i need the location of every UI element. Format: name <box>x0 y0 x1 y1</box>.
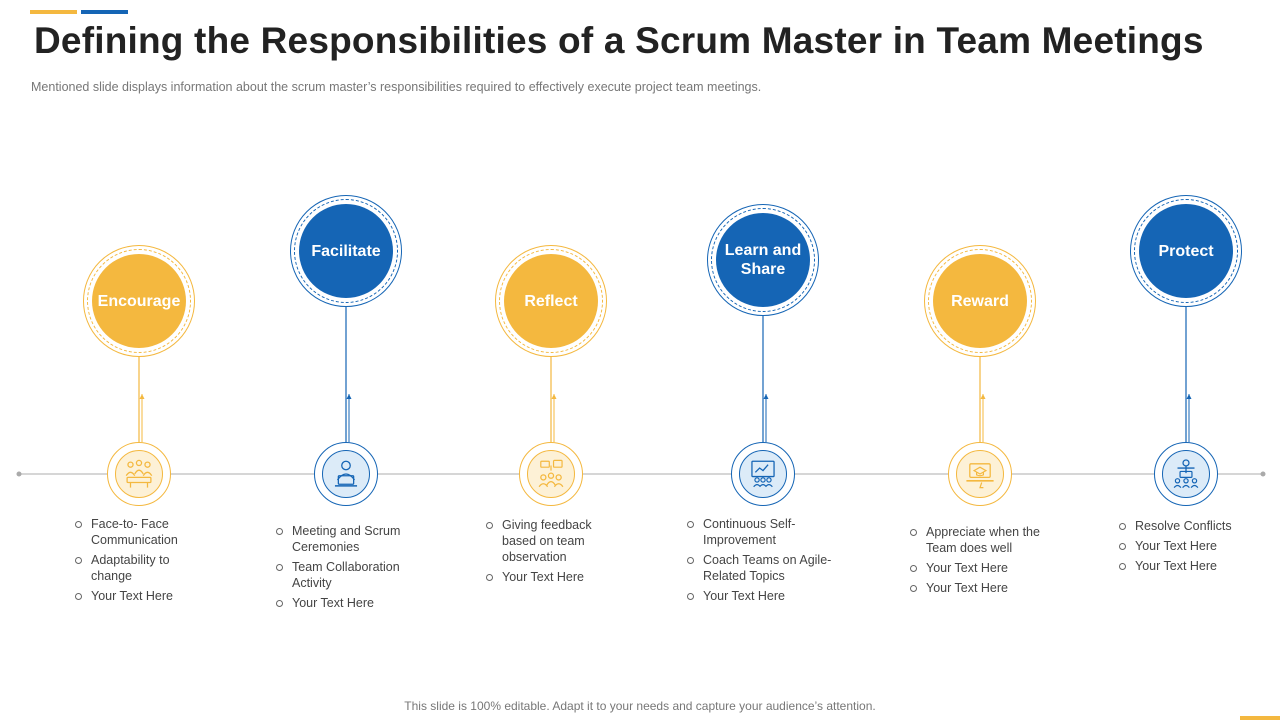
bullet-item: Meeting and Scrum Ceremonies <box>274 523 414 555</box>
arrow-head-icon <box>139 394 145 399</box>
arrow-head-icon <box>980 394 986 399</box>
arrow-head-icon <box>346 394 352 399</box>
bullet-item: Your Text Here <box>1117 538 1257 554</box>
step-circle-reward: Reward <box>924 245 1036 357</box>
timeline-end-dot <box>1260 471 1266 477</box>
step-circle-protect: Protect <box>1130 195 1242 307</box>
bullet-item: Your Text Here <box>1117 558 1257 574</box>
icon-circle-learn-and-share <box>731 442 795 506</box>
icon-circle-inner <box>739 450 787 498</box>
footer-note: This slide is 100% editable. Adapt it to… <box>404 699 876 713</box>
dashed-ring <box>928 249 1032 353</box>
step-label: Protect <box>1139 204 1233 298</box>
bullet-list-reflect: Giving feedback based on team observatio… <box>484 517 609 589</box>
person-at-laptop-icon <box>334 460 358 487</box>
icon-circle-inner <box>956 450 1004 498</box>
bullet-item: Your Text Here <box>908 560 1058 576</box>
step-label: Learn and Share <box>716 213 810 307</box>
icon-circle-inner <box>115 450 163 498</box>
dashed-ring <box>87 249 191 353</box>
team-hierarchy-icon <box>1173 459 1199 488</box>
icon-circle-inner <box>322 450 370 498</box>
step-label: Encourage <box>92 254 186 348</box>
bullet-item: Giving feedback based on team observatio… <box>484 517 609 565</box>
connector-facilitate <box>345 307 352 442</box>
bullet-item: Your Text Here <box>274 595 414 611</box>
icon-circle-inner <box>527 450 575 498</box>
connector-reward <box>979 357 986 442</box>
bullet-item: Your Text Here <box>685 588 835 604</box>
step-label: Reward <box>933 254 1027 348</box>
step-label: Reflect <box>504 254 598 348</box>
feedback-group-icon <box>538 459 564 488</box>
accent-bar-blue <box>81 10 128 14</box>
icon-circle-facilitate <box>314 442 378 506</box>
icon-circle-encourage <box>107 442 171 506</box>
bullet-item: Team Collaboration Activity <box>274 559 414 591</box>
connector-protect <box>1185 307 1192 442</box>
icon-circle-protect <box>1154 442 1218 506</box>
bullet-item: Face-to- Face Communication <box>73 516 193 548</box>
bullet-item: Coach Teams on Agile-Related Topics <box>685 552 835 584</box>
step-circle-learn-and-share: Learn and Share <box>707 204 819 316</box>
connector-reflect <box>550 357 557 442</box>
dashed-ring <box>499 249 603 353</box>
arrow-head-icon <box>763 394 769 399</box>
timeline-start-dot <box>16 471 22 477</box>
icon-circle-reward <box>948 442 1012 506</box>
bullet-item: Resolve Conflicts <box>1117 518 1257 534</box>
arrow-head-icon <box>551 394 557 399</box>
bullet-item: Appreciate when the Team does well <box>908 524 1058 556</box>
step-circle-reflect: Reflect <box>495 245 607 357</box>
dashed-ring <box>294 199 398 303</box>
icon-circle-reflect <box>519 442 583 506</box>
step-label: Facilitate <box>299 204 393 298</box>
bullet-item: Continuous Self-Improvement <box>685 516 835 548</box>
laptop-graduation-cap-icon <box>966 463 994 489</box>
team-meeting-icon <box>125 459 153 488</box>
arrow-head-icon <box>1186 394 1192 399</box>
dashed-ring <box>711 208 815 312</box>
presentation-board-icon <box>751 460 775 488</box>
bullet-item: Your Text Here <box>484 569 609 585</box>
page-subtitle: Mentioned slide displays information abo… <box>31 80 762 94</box>
connector-learn-and-share <box>762 316 769 442</box>
accent-bar-yellow <box>30 10 77 14</box>
connector-encourage <box>138 357 145 442</box>
icon-circle-inner <box>1162 450 1210 498</box>
connectors <box>138 307 1192 442</box>
step-circle-facilitate: Facilitate <box>290 195 402 307</box>
bullet-item: Your Text Here <box>73 588 193 604</box>
accent-corner-bar <box>1240 716 1280 720</box>
bullet-item: Your Text Here <box>908 580 1058 596</box>
step-circle-encourage: Encourage <box>83 245 195 357</box>
page-title: Defining the Responsibilities of a Scrum… <box>34 20 1204 61</box>
bullet-item: Adaptability to change <box>73 552 193 584</box>
dashed-ring <box>1134 199 1238 303</box>
